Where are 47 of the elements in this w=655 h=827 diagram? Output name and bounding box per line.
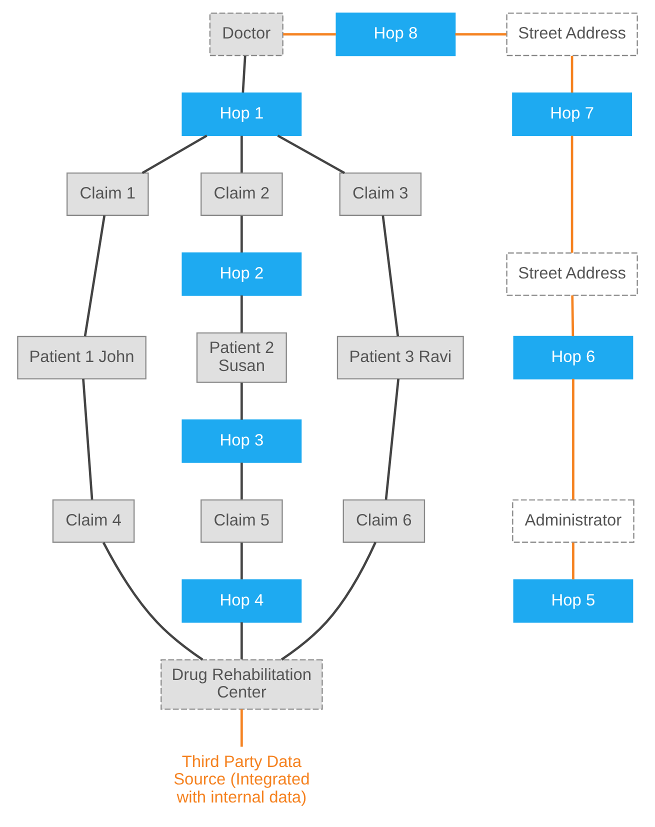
- connector: [240, 382, 243, 420]
- node-box: Claim 3: [339, 172, 422, 216]
- connector: [570, 136, 574, 253]
- node-box: Hop 4: [182, 579, 302, 623]
- connector: [570, 56, 574, 93]
- node-box: Patient 1 John: [17, 336, 146, 380]
- node-box: Claim 1: [66, 172, 149, 216]
- connector: [572, 542, 574, 580]
- node-box: Drug Rehabilitation Center: [160, 659, 323, 710]
- connector: [84, 215, 106, 336]
- connector: [382, 215, 400, 336]
- node-box: Claim 5: [200, 499, 283, 543]
- node-text: Third Party Data Source (Integrated with internal data): [174, 753, 310, 806]
- connector: [455, 33, 506, 36]
- connector: [572, 378, 574, 500]
- node-box: Hop 8: [336, 12, 456, 56]
- node-box: Patient 2 Susan: [196, 332, 287, 383]
- connector: [240, 542, 243, 580]
- node-box: Doctor: [209, 12, 284, 56]
- node-box: Hop 3: [182, 419, 302, 463]
- node-box: Hop 5: [513, 579, 634, 623]
- connector: [82, 378, 94, 500]
- connector: [240, 709, 243, 747]
- connector: [571, 295, 574, 336]
- connector: [277, 134, 346, 174]
- connector: [240, 136, 243, 173]
- node-box: Hop 2: [182, 252, 302, 296]
- connector: [240, 462, 243, 500]
- connector: [240, 622, 243, 660]
- connector: [240, 295, 243, 333]
- connector: [280, 542, 377, 661]
- node-box: Claim 2: [200, 172, 283, 216]
- node-box: Administrator: [512, 499, 634, 543]
- node-box: Street Address: [506, 252, 638, 296]
- node-box: Claim 4: [52, 499, 135, 543]
- node-box: Street Address: [506, 12, 638, 56]
- connector: [102, 542, 204, 661]
- connector: [240, 216, 243, 252]
- connector: [384, 378, 400, 500]
- node-box: Hop 1: [182, 92, 302, 136]
- connector: [242, 56, 246, 93]
- node-box: Hop 7: [512, 92, 632, 136]
- node-box: Patient 3 Ravi: [336, 336, 464, 380]
- node-box: Hop 6: [513, 336, 634, 380]
- node-box: Claim 6: [342, 499, 426, 543]
- connector: [283, 33, 336, 36]
- connector: [142, 134, 208, 174]
